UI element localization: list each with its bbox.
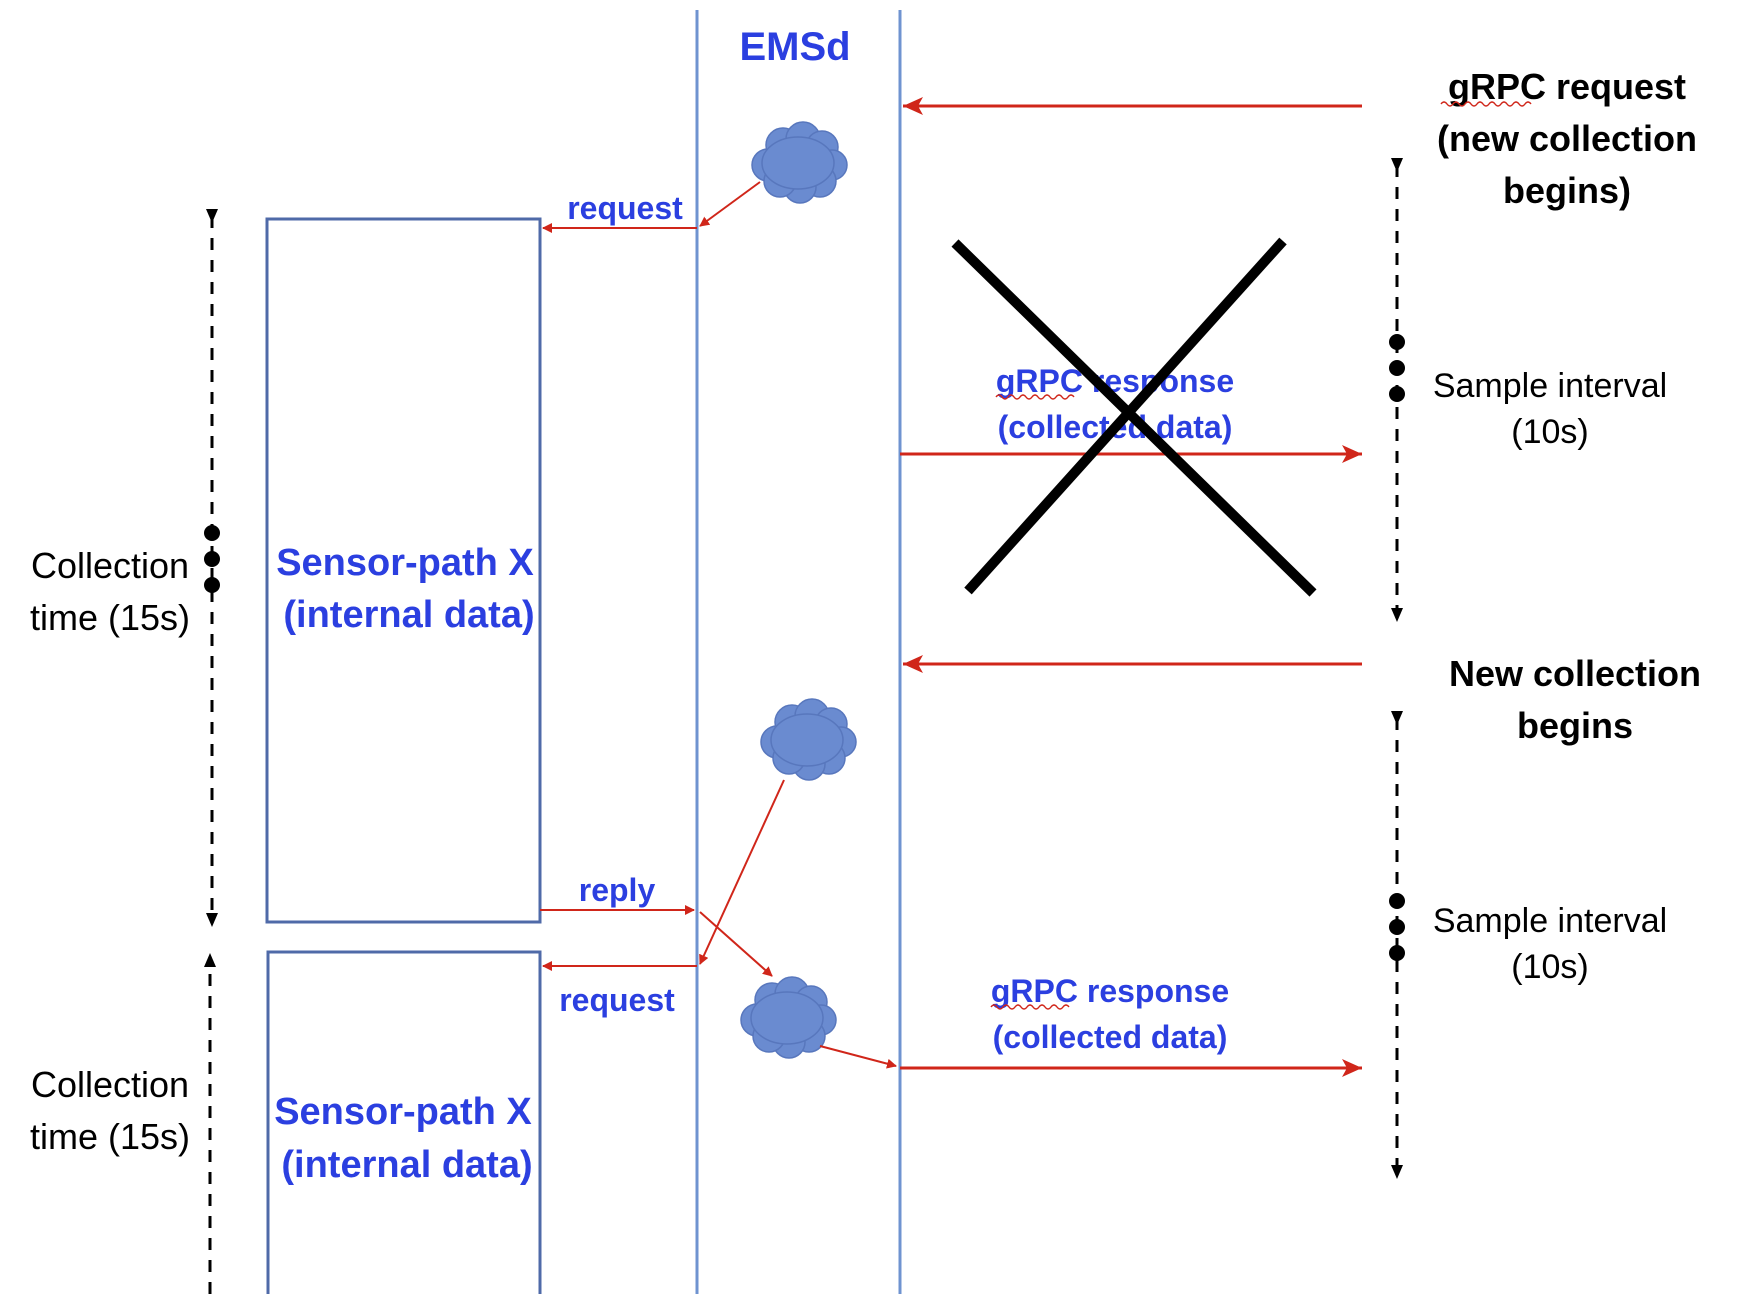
spellcheck-underline (990, 1004, 1070, 1010)
ellipsis-dot (1389, 945, 1405, 961)
reply-to-cloud-line (699, 911, 773, 977)
reply-label: reply (579, 872, 656, 908)
emsd-label: EMSd (739, 25, 850, 69)
sensor-box-top (265, 217, 542, 924)
ellipsis-dot (1389, 386, 1405, 402)
cloud-to-request-bottom-line (699, 779, 785, 965)
sample-interval-top-line1: Sample interval (1433, 367, 1667, 405)
sample-interval-top-line2: (10s) (1511, 413, 1588, 451)
grpc-request-line3: begins) (1503, 170, 1631, 211)
ellipsis-dot (204, 551, 220, 567)
collection-time-bottom-line2: time (15s) (30, 1116, 190, 1157)
request-label-bottom: request (559, 982, 675, 1018)
cross-out-icon (964, 237, 1287, 595)
ellipsis-dot (1389, 893, 1405, 909)
spellcheck-underline (1440, 101, 1532, 107)
request-label-top: request (567, 190, 683, 226)
collection-time-top-line2: time (15s) (30, 597, 190, 638)
spellcheck-underline (995, 394, 1075, 400)
sample-interval-bottom-line2: (10s) (1511, 948, 1588, 986)
cloud-icon (751, 121, 848, 204)
cloud-icon (760, 698, 857, 781)
collection-time-bottom-line1: Collection (31, 1064, 189, 1105)
cloud-to-response-line (819, 1045, 897, 1069)
sensor-box-top-line2: (internal data) (283, 594, 534, 636)
grpc-request-line1: gRPC request (1448, 66, 1686, 107)
grpc-request-line2: (new collection (1437, 118, 1697, 159)
new-collection-line1: New collection (1449, 653, 1701, 694)
ellipsis-dot (204, 525, 220, 541)
grpc-response-bottom-line2: (collected data) (993, 1019, 1228, 1055)
cloud-to-request-line (699, 181, 761, 227)
ellipsis-dot (1389, 334, 1405, 350)
cross-out-icon (951, 239, 1317, 597)
sensor-box-bottom (266, 950, 542, 1294)
grpc-response-bottom-line1: gRPC response (991, 973, 1229, 1009)
collection-time-top-line1: Collection (31, 545, 189, 586)
sensor-box-top-line1: Sensor-path X (276, 542, 534, 584)
sensor-box-bottom-line2: (internal data) (281, 1144, 532, 1186)
sample-interval-bottom-line1: Sample interval (1433, 902, 1667, 940)
sensor-box-bottom-line1: Sensor-path X (274, 1091, 532, 1133)
ellipsis-dot (204, 577, 220, 593)
new-collection-line2: begins (1517, 705, 1633, 746)
ellipsis-dot (1389, 919, 1405, 935)
ellipsis-dot (1389, 360, 1405, 376)
